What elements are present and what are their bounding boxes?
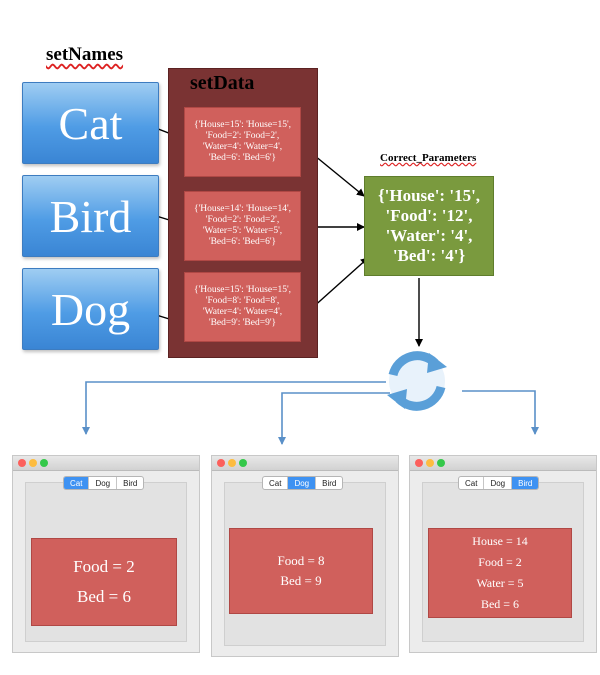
result-box: Food = 8 Bed = 9 [229, 528, 373, 614]
result-line: Water = 5 [476, 576, 524, 590]
minimize-dot-icon[interactable] [29, 459, 37, 467]
name-box-cat: Cat [22, 82, 159, 164]
segmented-control: Cat Dog Bird [458, 476, 540, 490]
window-titlebar [13, 456, 199, 471]
tab-dog[interactable]: Dog [89, 477, 118, 489]
result-line: Bed = 9 [280, 573, 322, 588]
tab-bird[interactable]: Bird [123, 478, 138, 488]
window-cat: Cat Dog Bird Food = 2 Bed = 6 [12, 455, 200, 653]
connector-to-window-1 [82, 381, 386, 435]
name-box-bird: Bird [22, 175, 159, 257]
minimize-dot-icon[interactable] [228, 459, 236, 467]
segmented-control: Cat Dog Bird [63, 476, 145, 490]
close-dot-icon[interactable] [217, 459, 225, 467]
result-line: Food = 8 [277, 553, 325, 568]
result-line: Bed = 6 [480, 597, 520, 611]
tab-cat[interactable]: Cat [64, 477, 90, 489]
minimize-dot-icon[interactable] [426, 459, 434, 467]
result-box: House = 14 Food = 2 Water = 5 Bed = 6 [428, 528, 572, 618]
window-dog: Cat Dog Bird Food = 8 Bed = 9 [211, 455, 399, 657]
tab-cat[interactable]: Cat [459, 477, 485, 489]
tab-bird[interactable]: Bird [322, 478, 337, 488]
result-line: Food = 2 [73, 557, 135, 576]
tab-bird[interactable]: Bird [512, 477, 539, 489]
data-box-dog: {'House=15': 'House=15', 'Food=8': 'Food… [184, 272, 301, 342]
connector-to-window-2 [278, 392, 390, 445]
window-titlebar [212, 456, 398, 471]
result-line: House = 14 [472, 534, 528, 548]
segmented-control: Cat Dog Bird [262, 476, 344, 490]
window-titlebar [410, 456, 596, 471]
tab-dog[interactable]: Dog [484, 477, 513, 489]
refresh-cycle-icon [387, 351, 447, 411]
close-dot-icon[interactable] [415, 459, 423, 467]
zoom-dot-icon[interactable] [437, 459, 445, 467]
result-line: Bed = 6 [77, 587, 131, 606]
connector-to-window-3 [462, 390, 539, 435]
name-box-dog: Dog [22, 268, 159, 350]
data-box-cat: {'House=15': 'House=15', 'Food=2': 'Food… [184, 107, 301, 177]
zoom-dot-icon[interactable] [239, 459, 247, 467]
correct-parameters-box: {'House': '15', 'Food': '12', 'Water': '… [364, 176, 494, 276]
correct-parameters-title: Correct_Parameters [380, 152, 477, 164]
set-names-title: setNames [46, 44, 124, 65]
tab-dog[interactable]: Dog [288, 477, 317, 489]
set-data-title: setData [190, 72, 255, 94]
result-line: Food = 2 [478, 555, 522, 569]
close-dot-icon[interactable] [18, 459, 26, 467]
window-bird: Cat Dog Bird House = 14 Food = 2 Water =… [409, 455, 597, 653]
zoom-dot-icon[interactable] [40, 459, 48, 467]
result-box: Food = 2 Bed = 6 [31, 538, 177, 626]
tab-cat[interactable]: Cat [263, 477, 289, 489]
data-box-bird: {'House=14': 'House=14', 'Food=2': 'Food… [184, 191, 301, 261]
